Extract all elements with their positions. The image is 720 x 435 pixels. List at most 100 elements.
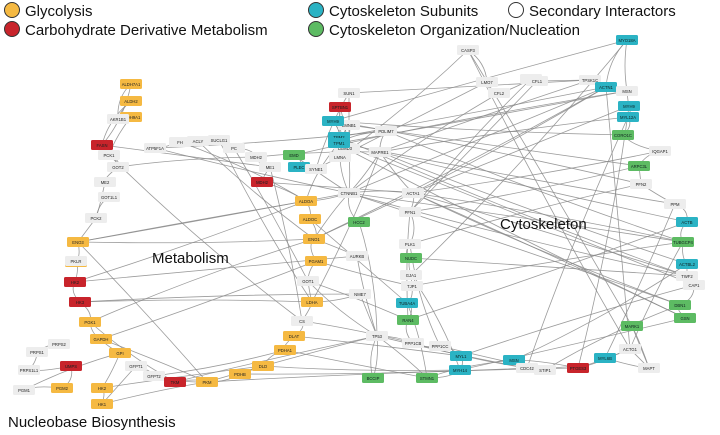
node-box (299, 214, 321, 224)
node-box (51, 383, 73, 393)
node-label: FH (177, 140, 183, 145)
node-label: STIP1 (539, 368, 551, 373)
node-box (630, 179, 652, 189)
node-label: CORO1C (614, 133, 632, 138)
node-label: PGM2 (56, 386, 69, 391)
node-label: PRPS1 (30, 350, 44, 355)
node-myl12a: MYL12A (617, 112, 639, 122)
node-actn1: ACTN1 (595, 82, 617, 92)
node-label: NME7 (354, 292, 366, 297)
interaction-edge (117, 156, 257, 168)
node-box (683, 280, 705, 290)
node-stip1: STIP1 (534, 365, 556, 375)
node-label: MDH2 (250, 155, 263, 160)
node-got1: GOT1 (297, 276, 319, 286)
interaction-edge (412, 86, 607, 194)
interaction-edge (410, 257, 688, 277)
node-label: HCC2 (353, 220, 365, 225)
node-label: PGAM1 (309, 259, 324, 264)
node-label: MYL1 (456, 354, 468, 359)
node-box (223, 143, 245, 153)
node-label: ALDH2 (124, 99, 138, 104)
node-ctnnb1: CTNNB1 (338, 188, 360, 198)
node-label: MYL6B (598, 356, 612, 361)
node-box (429, 341, 451, 351)
node-label: ENO3 (72, 240, 84, 245)
node-pck2: PCK2 (85, 213, 107, 223)
node-label: MDH2 (256, 180, 269, 185)
interaction-edge (348, 92, 500, 194)
node-emd: EMD (283, 150, 305, 160)
node-label: PPM (670, 202, 680, 207)
node-label: PCK1 (104, 153, 116, 158)
node-tubgcp4: TUBGCP4 (672, 237, 694, 247)
node-umps: UMPS (60, 361, 82, 371)
node-pfn1: PFN1 (399, 207, 421, 217)
node-label: GPI (116, 351, 123, 356)
node-box (107, 162, 129, 172)
node-cs: CS (291, 316, 313, 326)
node-label: PLEC (294, 165, 305, 170)
node-label: MAPRE1 (371, 150, 389, 155)
interaction-edge (338, 90, 628, 144)
node-box (402, 338, 424, 348)
node-label: NUDC (405, 256, 417, 261)
node-box (450, 351, 472, 361)
interaction-edge (513, 263, 688, 361)
node-acly: ACLY (187, 136, 209, 146)
node-label: EMD (289, 153, 298, 158)
node-label: ALDH9A1 (122, 115, 141, 120)
node-me1: ME1 (259, 162, 281, 172)
node-label: TUBGCP4 (673, 240, 693, 245)
interaction-edge (261, 181, 414, 194)
node-hk2: HK2 (91, 383, 113, 393)
node-label: FASN (97, 143, 108, 148)
node-label: PPP1CB (405, 341, 422, 346)
legend-label: Glycolysis (25, 3, 93, 20)
node-gja1: GJA1 (400, 270, 422, 280)
node-label: MAPT (643, 366, 655, 371)
legend-item-glycolysis: Glycolysis (4, 2, 93, 21)
node-box (164, 377, 186, 387)
node-label: MYH9 (327, 119, 339, 124)
node-box (301, 297, 323, 307)
node-label: PKLR (71, 259, 82, 264)
interaction-edge (412, 192, 688, 277)
node-label: PDHA1 (278, 348, 293, 353)
node-label: DBN1 (674, 303, 686, 308)
node-label: PRPS1L1 (20, 368, 39, 373)
node-box (397, 315, 419, 325)
node-label: MARK1 (625, 324, 640, 329)
interaction-edge (629, 241, 684, 350)
interaction-edge (604, 203, 676, 359)
interaction-edge (379, 79, 591, 153)
interaction-edge (293, 335, 462, 357)
node-dlat: DLAT (283, 331, 305, 341)
node-label: ALDOC (303, 217, 317, 222)
interaction-edge (409, 78, 532, 213)
node-gsn: GSN (674, 313, 696, 323)
node-me2: ME2 (94, 177, 116, 187)
node-label: TP53 (372, 334, 383, 339)
node-label: TUBA4A (399, 301, 415, 306)
node-gpi: GPI (109, 348, 131, 358)
node-myl6b: MYL6B (594, 353, 616, 363)
node-ppm: PPM (664, 199, 686, 209)
node-box (338, 188, 360, 198)
node-label: DLAT (289, 334, 300, 339)
region-label-metabolism: Metabolism (152, 250, 229, 267)
interaction-edge (605, 39, 628, 88)
node-box (503, 355, 525, 365)
node-box (288, 162, 310, 172)
interaction-edge (79, 293, 361, 303)
node-ran4: RAN4 (397, 315, 419, 325)
node-got1l1: GOT1L1 (98, 192, 120, 202)
node-label: TKM (171, 380, 180, 385)
node-label: TPM2 (333, 135, 345, 140)
node-box (305, 164, 327, 174)
region-label-cytoskeleton: Cytoskeleton (500, 216, 587, 233)
node-label: CTNNB1 (341, 191, 358, 196)
node-fasn: FASN (91, 140, 113, 150)
node-box (91, 383, 113, 393)
node-label: HK2 (98, 386, 107, 391)
